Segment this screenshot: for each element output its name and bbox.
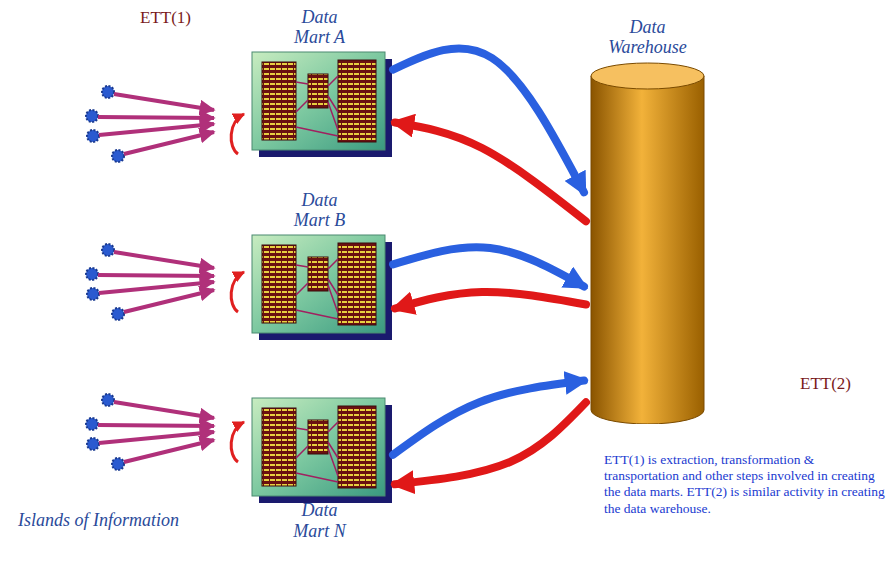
flow-arrow bbox=[393, 247, 584, 286]
node-heading: Data Mart B bbox=[289, 190, 351, 235]
cylinder-body bbox=[590, 62, 705, 424]
process-label: ETT(2) bbox=[800, 374, 851, 394]
note-text: ETT(1) is extraction, transformation & t… bbox=[604, 452, 886, 517]
mart-picture bbox=[252, 235, 387, 333]
flow-arrow bbox=[395, 123, 586, 222]
mart-picture bbox=[252, 398, 387, 496]
flow-arrow bbox=[393, 381, 584, 455]
group-label: Islands of Information bbox=[18, 510, 179, 532]
source-dots bbox=[86, 244, 244, 320]
data-mart: Data Mart A bbox=[252, 7, 387, 150]
source-dots bbox=[86, 86, 244, 162]
process-label: ETT(1) bbox=[140, 8, 191, 28]
data-mart: Data Mart N bbox=[252, 398, 387, 541]
mart-picture bbox=[252, 52, 387, 150]
warehouse-cylinder: Data Warehouse bbox=[590, 17, 705, 424]
flow-arrow bbox=[395, 292, 586, 309]
node-heading: Data Warehouse bbox=[602, 17, 694, 62]
node-heading: Data Mart N bbox=[289, 496, 351, 541]
node-heading: Data Mart A bbox=[289, 7, 351, 52]
flow-arrow bbox=[395, 402, 586, 484]
source-dots bbox=[86, 394, 244, 470]
flow-arrow bbox=[393, 48, 584, 192]
data-mart: Data Mart B bbox=[252, 190, 387, 333]
cylinder-shape bbox=[590, 62, 705, 424]
